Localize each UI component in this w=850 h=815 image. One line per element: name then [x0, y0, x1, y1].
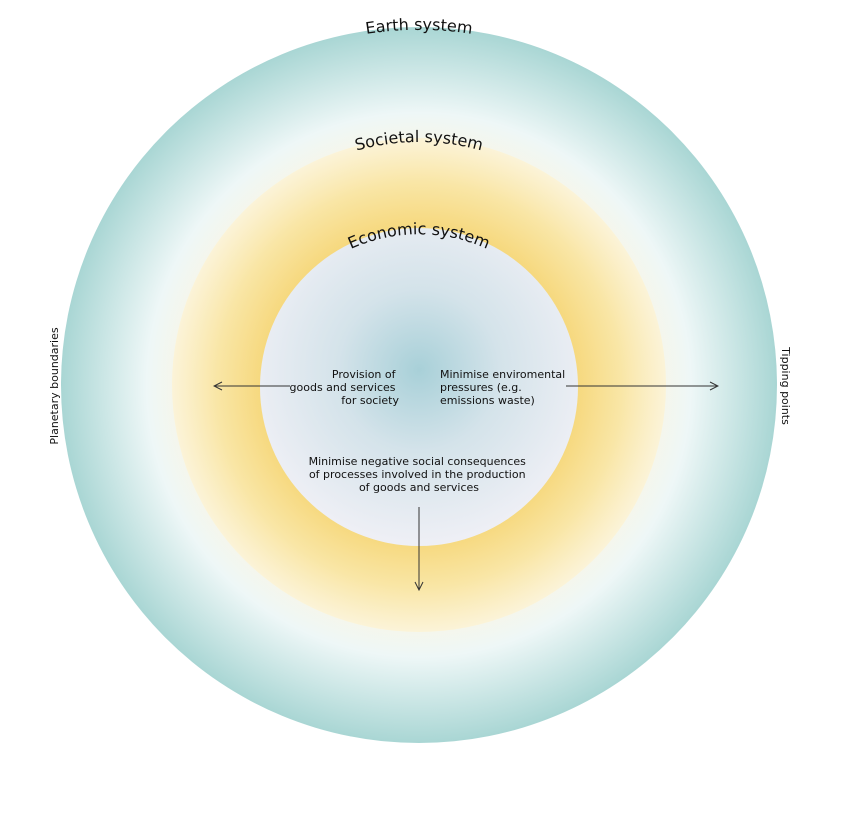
planetary-boundaries-label: Planetary boundaries — [48, 327, 61, 444]
environmental-pressures-text: Minimise enviromental pressures (e.g. em… — [440, 368, 569, 407]
social-consequences-text: Minimise negative social consequences of… — [309, 455, 530, 494]
provision-text: Provision of goods and services for soci… — [290, 368, 400, 407]
economic-system-circle — [260, 228, 578, 546]
earth-system-label: Earth system — [364, 15, 474, 38]
tipping-points-label: Tipping points — [779, 346, 792, 425]
